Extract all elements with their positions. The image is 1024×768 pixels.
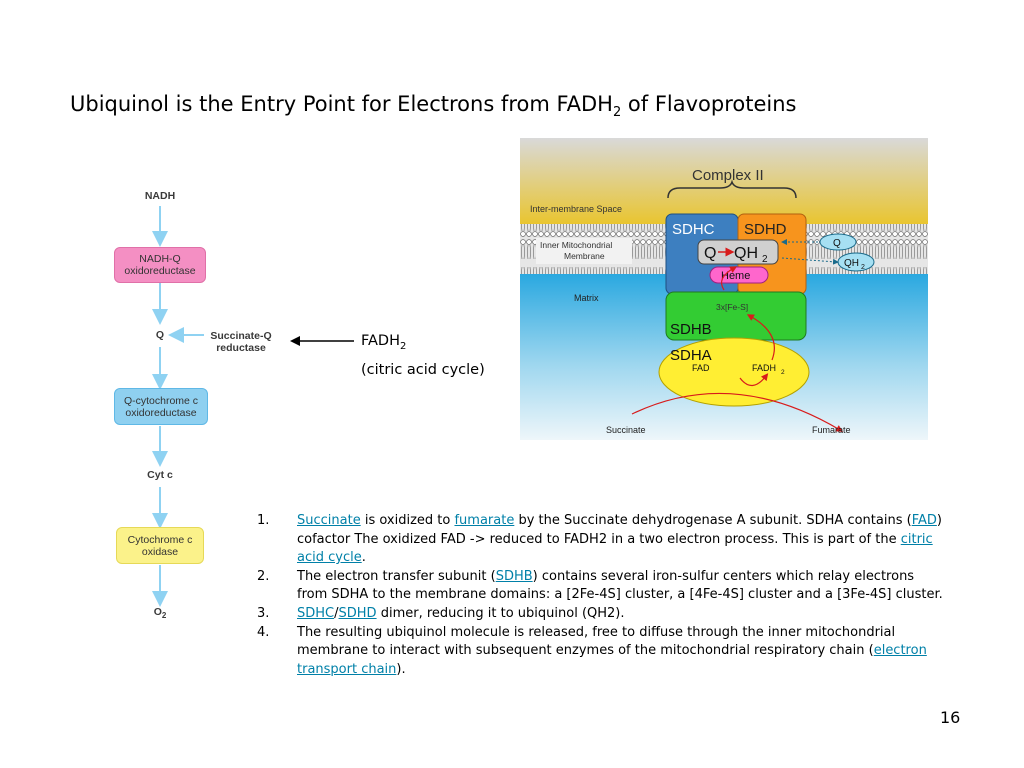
heme-group — [709, 266, 769, 284]
list-item: 1. Succinate is oxidized to fumarate by t… — [257, 512, 947, 568]
fad-link[interactable]: FAD — [911, 513, 937, 528]
succinate-to-fumarate-arrow — [631, 392, 844, 432]
list-text: by the Succinate dehydrogenase A subunit… — [514, 513, 912, 528]
complex-ii-brace — [667, 179, 797, 199]
o2-subscript: 2 — [161, 611, 167, 621]
succinate-label: Succinate — [606, 425, 646, 435]
complex-ii-figure: Complex II Inter-membrane Space Inner Mi… — [520, 138, 928, 440]
succinate-link[interactable]: Succinate — [297, 513, 361, 528]
complex4-line1: Cytochrome c — [127, 533, 193, 546]
fadh2-text: FADH — [361, 333, 400, 349]
electron-transport-chain-link[interactable]: electron transport chain — [297, 643, 927, 677]
fumarate-label: Fumarate — [812, 425, 851, 435]
electron-path-fad-to-fadh2 — [739, 373, 769, 387]
list-text: The resulting ubiquinol molecule is rele… — [297, 624, 896, 659]
inner-membrane-label-bg — [536, 238, 632, 264]
matrix-label: Matrix — [574, 293, 599, 303]
page-number: 16 — [940, 708, 961, 727]
fadh2-sub-figure: 2 — [781, 369, 785, 376]
fadh2-label: FADH2 — [361, 333, 406, 352]
citric-acid-cycle-label: (citric acid cycle) — [361, 362, 485, 378]
complex-ii-title: Complex II — [692, 167, 764, 184]
complex3-line1: Q-cytochrome c — [123, 394, 199, 407]
complex1-line2: oxidoreductase — [124, 265, 196, 277]
complex4-line2: oxidase — [141, 545, 179, 558]
qh2-release-arrow — [781, 257, 839, 265]
complex1-line1: NADH-Q — [139, 253, 181, 265]
sqr-line1: Succinate-Q — [210, 330, 272, 342]
q-reduction-qh: QH — [734, 245, 758, 262]
list-number: 4. — [257, 624, 270, 640]
q-reduction-qh-sub: 2 — [762, 254, 768, 265]
list-text: ). — [396, 661, 406, 677]
o2-text: O — [153, 606, 162, 618]
inner-membrane-label-1: Inner Mitochondrial — [540, 240, 612, 250]
fe-s-label: 3x[Fe-S] — [716, 302, 748, 312]
sdhb-link[interactable]: SDHB — [495, 568, 533, 584]
sdhc-label: SDHC — [672, 221, 715, 238]
list-number: 2. — [257, 568, 270, 584]
flow-arrows — [152, 206, 204, 607]
list-text: . — [361, 550, 366, 566]
list-text: ) cofactor The oxidized FAD -> reduced t… — [297, 513, 942, 547]
ubiquinol-qh2-label: QH — [844, 258, 859, 269]
fad-label: FAD — [692, 363, 710, 373]
heme-label: Heme — [721, 270, 750, 282]
title-main: Ubiquinol is the Entry Point for Electro… — [70, 92, 613, 116]
q-reduction-site — [697, 239, 779, 265]
slide-title: Ubiquinol is the Entry Point for Electro… — [70, 92, 797, 120]
fadh2-label-figure: FADH — [752, 363, 776, 373]
electron-path-fes-to-q — [721, 266, 738, 291]
title-subscript: 2 — [612, 105, 622, 121]
q-label: Q — [155, 329, 165, 341]
nadh-label: NADH — [144, 190, 176, 202]
sdha-subunit — [658, 337, 810, 407]
sdhd-label: SDHD — [744, 221, 787, 238]
fadh2-pointer-arrow — [290, 336, 354, 346]
electron-path-fadh2-to-fes — [746, 314, 775, 361]
intermembrane-space-region — [520, 138, 928, 224]
list-text: dimer, reducing it to ubiquinol (QH2). — [376, 605, 625, 621]
cyt-c-label: Cyt c — [147, 469, 173, 481]
sdhd-link[interactable]: SDHD — [338, 605, 377, 621]
list-item: 4. The resulting ubiquinol molecule is re… — [257, 624, 947, 680]
list-number: 3. — [257, 605, 270, 621]
explanation-list: 1. Succinate is oxidized to fumarate by t… — [257, 512, 947, 679]
intermembrane-space-label: Inter-membrane Space — [530, 204, 622, 214]
list-text: ) contains several iron-sulfur centers w… — [297, 568, 943, 603]
title-tail: of Flavoproteins — [621, 92, 797, 116]
q-reduction-q: Q — [704, 245, 716, 262]
citric-acid-cycle-link[interactable]: citric acid cycle — [297, 531, 933, 566]
ubiquinone-q-label: Q — [833, 238, 841, 249]
list-item: 2. The electron transfer subunit (SDHB) c… — [257, 568, 947, 605]
list-text: is oxidized to — [360, 513, 455, 528]
fumarate-link[interactable]: fumarate — [454, 513, 515, 528]
o2-label: O2 — [140, 606, 180, 620]
list-text: The electron transfer subunit ( — [297, 568, 496, 584]
list-text: / — [334, 605, 339, 621]
list-number: 1. — [257, 513, 270, 528]
list-item: 3. SDHC/SDHD dimer, reducing it to ubiqui… — [257, 605, 947, 624]
succinate-q-reductase-label: Succinate-Q reductase — [204, 330, 278, 354]
ubiquinone-q — [819, 233, 857, 251]
complex3-line2: oxidoreductase — [125, 406, 197, 419]
ubiquinol-qh2-sub: 2 — [861, 264, 865, 271]
fadh2-subscript: 2 — [400, 340, 407, 352]
sdhc-link[interactable]: SDHC — [297, 605, 335, 621]
sdhb-label: SDHB — [670, 321, 712, 338]
sdha-label: SDHA — [670, 347, 712, 364]
inner-membrane-label-2: Membrane — [564, 251, 605, 261]
sqr-line2: reductase — [216, 342, 266, 354]
